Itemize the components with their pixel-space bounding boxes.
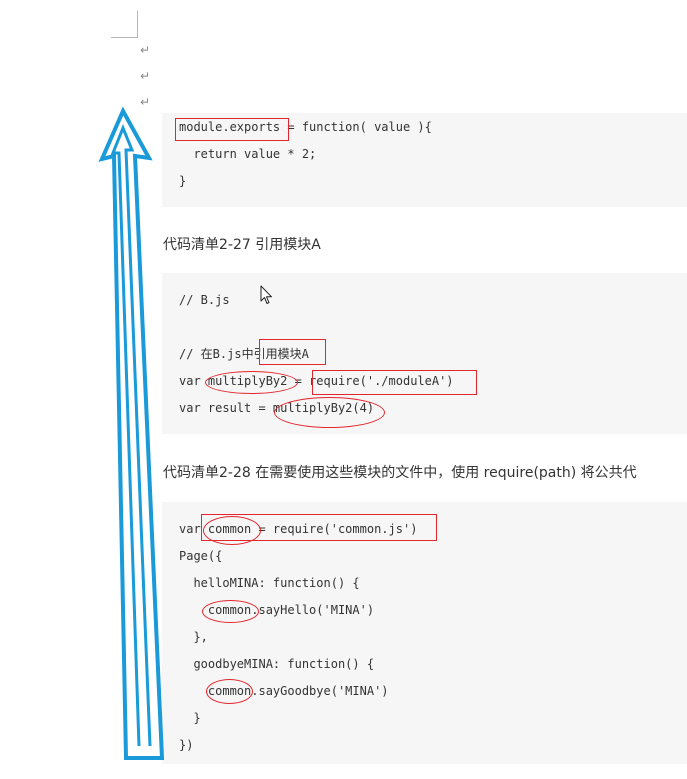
highlight-box-require-common <box>201 514 437 541</box>
code-line: } <box>179 711 201 725</box>
code-block-b-js: // B.js // 在B.js中引用模块A var multiplyBy2 =… <box>162 273 687 434</box>
highlight-box-require-module-a <box>312 370 477 395</box>
highlight-box-module-exports <box>175 118 289 141</box>
code-line: Page({ <box>179 549 223 563</box>
paragraph-mark: ↵ <box>140 95 151 109</box>
highlight-ellipse-common-saygoodbye <box>206 679 253 704</box>
code-line: }) <box>179 738 194 752</box>
code-line: // 在B.js中引用模块A <box>179 347 309 361</box>
code-line: }, <box>179 630 208 644</box>
highlight-ellipse-common-declaration <box>203 516 261 545</box>
code-line: goodbyeMINA: function() { <box>179 657 375 671</box>
caption-listing-2-28: 代码清单2-28 在需要使用这些模块的文件中，使用 require(path) … <box>163 465 637 481</box>
code-block-page-common: var common = require('common.js') Page({… <box>162 502 687 764</box>
code-line: common.sayGoodbye('MINA') <box>179 684 389 698</box>
code-line: return value * 2; <box>179 147 317 161</box>
code-line: helloMINA: function() { <box>179 576 360 590</box>
code-block-module-exports: module.exports = function( value ){ retu… <box>162 113 687 207</box>
code-line: module.exports = function( value ){ <box>179 120 432 134</box>
highlight-ellipse-common-sayhello <box>202 600 259 623</box>
caption-listing-2-27: 代码清单2-27 引用模块A <box>163 237 321 253</box>
paragraph-mark: ↵ <box>140 43 151 57</box>
highlight-box-reference-module-a <box>259 339 326 365</box>
blue-arrow-icon <box>98 106 165 760</box>
highlight-ellipse-multiplyby2-call <box>274 397 385 428</box>
code-line: // B.js <box>179 293 230 307</box>
code-line: } <box>179 174 187 188</box>
paragraph-mark: ↵ <box>140 69 151 83</box>
highlight-ellipse-multiplyby2-declaration <box>205 371 298 394</box>
